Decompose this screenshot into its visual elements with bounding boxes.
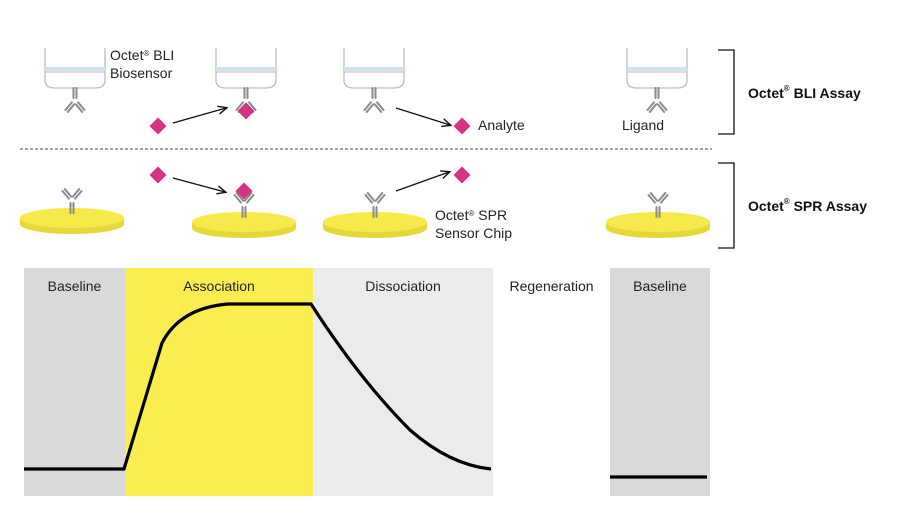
spr-assay-label: Octet® SPR Assay xyxy=(748,197,868,214)
bli-assay-suffix: BLI Assay xyxy=(793,85,861,101)
spr-assay-suffix: SPR Assay xyxy=(793,198,868,214)
spr-chip-suffix: SPR xyxy=(478,207,508,223)
spr-assay-name: Octet xyxy=(748,198,784,214)
registered-mark: ® xyxy=(783,84,790,93)
spr-bracket xyxy=(718,162,735,249)
bli-analyte-released xyxy=(453,117,471,135)
phase-baseline-2-band xyxy=(610,268,710,496)
spr-analyte-released xyxy=(453,166,471,184)
spr-chip-1 xyxy=(20,187,124,234)
registered-mark: ® xyxy=(783,197,790,206)
spr-chip-line2: Sensor Chip xyxy=(435,225,513,241)
bli-tube-1 xyxy=(44,47,106,113)
bli-biosensor-name: Octet xyxy=(110,47,144,63)
spr-dissociation-arrow xyxy=(395,172,449,192)
phase-label-association: Association xyxy=(183,278,255,294)
bli-assay-label: Octet® BLI Assay xyxy=(748,84,861,101)
ligand-label: Ligand xyxy=(622,117,665,133)
phase-label-baseline-1: Baseline xyxy=(47,278,102,294)
phase-association-band xyxy=(125,268,313,496)
registered-mark: ® xyxy=(468,209,475,218)
bli-biosensor-suffix: BLI xyxy=(153,47,175,63)
binding-curve xyxy=(24,302,492,471)
bli-biosensor-label: Octet® BLI Biosensor xyxy=(110,46,174,82)
bli-analyte-free xyxy=(149,117,167,135)
phase-regeneration-band xyxy=(493,268,610,496)
spr-chip-3 xyxy=(323,191,427,238)
phase-label-regeneration: Regeneration xyxy=(509,278,594,294)
spr-analyte-free xyxy=(149,166,167,184)
bli-association-arrow xyxy=(172,108,226,124)
analyte-label: Analyte xyxy=(478,117,525,133)
spr-chip-4 xyxy=(606,191,710,238)
spr-chip-name: Octet xyxy=(435,207,469,223)
phase-baseline-1-band xyxy=(24,268,125,496)
phase-label-dissociation: Dissociation xyxy=(365,278,441,294)
bli-tube-3 xyxy=(343,47,405,113)
bli-tube-4 xyxy=(626,47,688,113)
bli-bracket xyxy=(718,49,735,135)
spr-association-arrow xyxy=(172,177,225,192)
registered-mark: ® xyxy=(143,49,150,58)
spr-chip-label: Octet® SPR Sensor Chip xyxy=(435,206,512,242)
phase-dissociation-band xyxy=(313,268,493,496)
bli-dissociation-arrow xyxy=(395,107,450,125)
bli-assay-name: Octet xyxy=(748,85,784,101)
spr-chip-2 xyxy=(192,182,296,238)
phase-label-baseline-2: Baseline xyxy=(633,278,687,294)
bli-biosensor-line2: Biosensor xyxy=(110,65,173,81)
